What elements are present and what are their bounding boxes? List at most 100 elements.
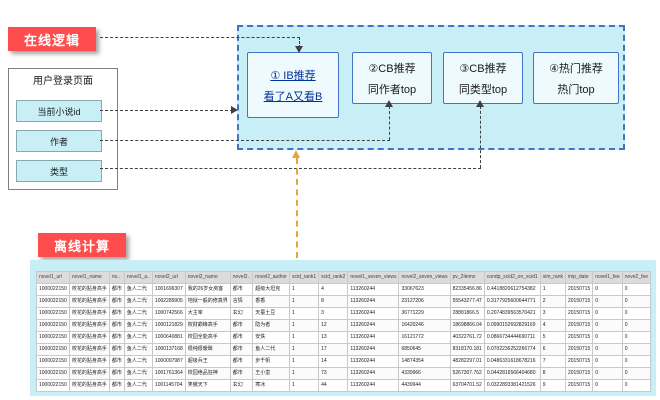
table-cell: 23127206 <box>398 295 451 308</box>
connector-offline-to-online <box>296 158 298 258</box>
table-cell: 鱼人二代 <box>123 319 153 332</box>
table-cell: 12 <box>318 319 349 332</box>
table-cell: 鱼人二代 <box>123 331 153 344</box>
connector-author-vertical <box>389 106 390 140</box>
column-header: novel2_name <box>184 271 231 284</box>
table-cell: 1 <box>288 355 320 368</box>
table-cell: 44 <box>318 379 349 392</box>
table-cell: 1 <box>288 307 320 320</box>
table-cell: 都市 <box>108 319 125 332</box>
table-cell: 113260244 <box>347 295 400 308</box>
table-cell: 0.0866734444690711 <box>483 331 541 344</box>
table-cell: 都市 <box>108 331 125 344</box>
table-cell: 都市 <box>229 367 254 380</box>
arrow-up-icon-offline <box>292 150 300 158</box>
table-cell: 都市 <box>229 331 254 344</box>
table-cell: 82335456.86 <box>449 283 485 296</box>
table-cell: 0 <box>592 331 623 344</box>
arrow-up-icon-author <box>385 100 393 107</box>
table-cell: 20150715 <box>564 295 594 308</box>
table-cell: 很纯很暧昧 <box>184 343 231 356</box>
table-cell: 0.0702236252266774 <box>483 343 541 356</box>
table-cell: 20150715 <box>564 319 594 332</box>
rec-box-cb-author-title: ②CB推荐 <box>368 62 416 75</box>
login-item-author: 作者 <box>16 130 102 152</box>
table-cell: 王小蛮 <box>252 367 290 380</box>
table-cell: 1000022150 <box>36 283 70 296</box>
table-cell: 都市 <box>108 367 125 380</box>
table-cell: 16420246 <box>398 319 451 332</box>
table-cell: 1 <box>288 367 320 380</box>
table-cell: 鱼人二代 <box>123 343 153 356</box>
column-header: novel1_url <box>36 271 70 284</box>
column-header: imp_date <box>564 271 594 284</box>
table-cell: 都市 <box>108 379 125 392</box>
table-cell: 1000022150 <box>36 367 70 380</box>
arrow-right-icon <box>231 106 238 114</box>
table-cell: 鱼人二代 <box>123 295 153 308</box>
table-cell: 3 <box>318 307 349 320</box>
table-cell: 都市 <box>108 355 125 368</box>
column-header: novel2_author <box>252 271 290 284</box>
column-header: scid_rank2 <box>318 271 349 284</box>
table-cell: 1 <box>288 319 320 332</box>
table-cell: 都市 <box>108 343 125 356</box>
arrow-up-icon-type <box>476 100 484 107</box>
table-cell: 20150715 <box>564 367 594 380</box>
table-cell: 校花的贴身高手 <box>68 367 110 380</box>
table-cell: 33067623 <box>398 283 451 296</box>
table-cell: 0 <box>621 307 652 320</box>
table-cell: 校花的贴身高手 <box>68 379 110 392</box>
table-cell: 超级大坦克 <box>252 283 290 296</box>
table-cell: 1000022150 <box>36 355 70 368</box>
table-cell: 6 <box>539 343 567 356</box>
table-cell: 超级兵王 <box>184 355 231 368</box>
table-cell: 都市 <box>108 295 125 308</box>
table-cell: 校花的贴身高手 <box>68 355 110 368</box>
table-cell: 40322761.72 <box>449 331 485 344</box>
table-cell: 0 <box>621 295 652 308</box>
table-cell: 1000022150 <box>36 331 70 344</box>
table-cell: 大主宰 <box>184 307 231 320</box>
table-cell: 1 <box>288 343 320 356</box>
table-cell: 113260244 <box>347 379 400 392</box>
table-cell: 0.0442816566404680 <box>483 367 541 380</box>
table-cell: 鱼人二代 <box>123 379 153 392</box>
rec-box-cb-type-subtitle: 同类型top <box>458 83 508 96</box>
connector-author-horizontal <box>100 140 390 141</box>
table-cell: 0 <box>621 343 652 356</box>
table-cell: 4339966 <box>398 367 451 380</box>
offline-compute-label: 离线计算 <box>38 233 126 257</box>
table-cell: 校花的贴身高手 <box>68 295 110 308</box>
table-cell: 香香 <box>252 295 290 308</box>
table-cell: 安佚 <box>252 331 290 344</box>
login-item-type: 类型 <box>16 160 102 182</box>
table-cell: 20150715 <box>564 283 594 296</box>
table-cell: 都市 <box>229 355 254 368</box>
table-cell: 0 <box>621 355 652 368</box>
table-cell: 5 <box>539 331 567 344</box>
table-cell: 0.4418820612754382 <box>483 283 541 296</box>
table-cell: 玄幻 <box>229 379 254 392</box>
table-cell: 鱼人二代 <box>123 355 153 368</box>
column-header: novel2.. <box>229 271 254 284</box>
table-cell: 地狱一般的修真界 <box>184 295 231 308</box>
table-cell: 8318170.181 <box>449 343 485 356</box>
table-cell: 校花的贴身高手 <box>68 307 110 320</box>
table-cell: 0 <box>621 367 652 380</box>
table-cell: 4439944 <box>398 379 451 392</box>
login-item-novel-id: 当前小说id <box>16 100 102 122</box>
connector-type-vertical <box>480 106 481 168</box>
column-header: scid_rank1 <box>288 271 320 284</box>
table-cell: 113260244 <box>347 331 400 344</box>
table-cell: 0.0322893381421526 <box>483 379 541 392</box>
table-cell: 我的26岁女房客 <box>184 283 231 296</box>
rec-box-cb-author: ②CB推荐 同作者top <box>352 52 432 104</box>
